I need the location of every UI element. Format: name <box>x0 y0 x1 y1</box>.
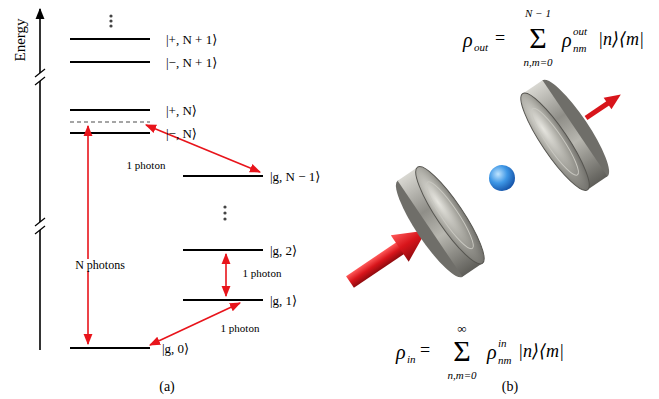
panel-label: (a) <box>159 380 175 394</box>
formula-symbol: |n⟩⟨m| <box>518 342 564 360</box>
formula-symbol: ρ <box>562 30 572 50</box>
state-label: |+, N + 1⟩ <box>166 33 217 46</box>
state-label: |g, 0⟩ <box>162 342 189 355</box>
formula-subscript: nm <box>498 355 511 366</box>
formula-symbol: ρ <box>396 342 406 362</box>
formula-symbol: |n⟩⟨m| <box>598 30 644 48</box>
panel-label: (b) <box>502 380 518 394</box>
formula-limit: n,m=0 <box>523 57 552 68</box>
state-label: |g, 1⟩ <box>270 294 297 307</box>
axis-label: Energy <box>13 18 28 61</box>
formula-limit: n,m=0 <box>447 370 476 381</box>
transition-label: 1 photon <box>241 268 284 279</box>
state-label: |−, N⟩ <box>166 127 197 140</box>
virtual-level <box>70 121 150 122</box>
energy-axis <box>35 9 45 350</box>
formula-superscript: out <box>573 26 587 37</box>
formula-limit: N − 1 <box>525 8 551 19</box>
transition-label: N photons <box>73 259 127 271</box>
formula-superscript: in <box>498 338 507 349</box>
atom <box>489 165 515 191</box>
formula-subscript: nm <box>573 43 586 54</box>
formula-subscript: out <box>474 42 488 53</box>
formula-symbol: Σ <box>529 23 546 53</box>
energy-levels <box>70 39 263 348</box>
formula-subscript: in <box>407 354 416 365</box>
state-label: |g, 2⟩ <box>270 244 297 257</box>
transition-label: 1 photon <box>125 160 168 171</box>
formula-symbol: ρ <box>487 342 497 362</box>
transition-arrows <box>88 125 260 345</box>
formula-symbol: Σ <box>453 336 470 366</box>
formula-symbol: = <box>495 29 505 47</box>
formula-symbol: = <box>420 341 430 359</box>
left-mirror <box>387 160 493 284</box>
transition-label: 1 photon <box>219 323 262 334</box>
state-label: |g, N − 1⟩ <box>270 170 320 183</box>
output-beam <box>582 89 625 124</box>
state-label: |+, N⟩ <box>166 104 197 117</box>
formula-limit: ∞ <box>457 322 466 335</box>
ellipsis-dots <box>109 14 226 220</box>
state-label: |−, N + 1⟩ <box>166 56 217 69</box>
right-mirror <box>512 73 618 197</box>
formula-symbol: ρ <box>463 30 473 50</box>
